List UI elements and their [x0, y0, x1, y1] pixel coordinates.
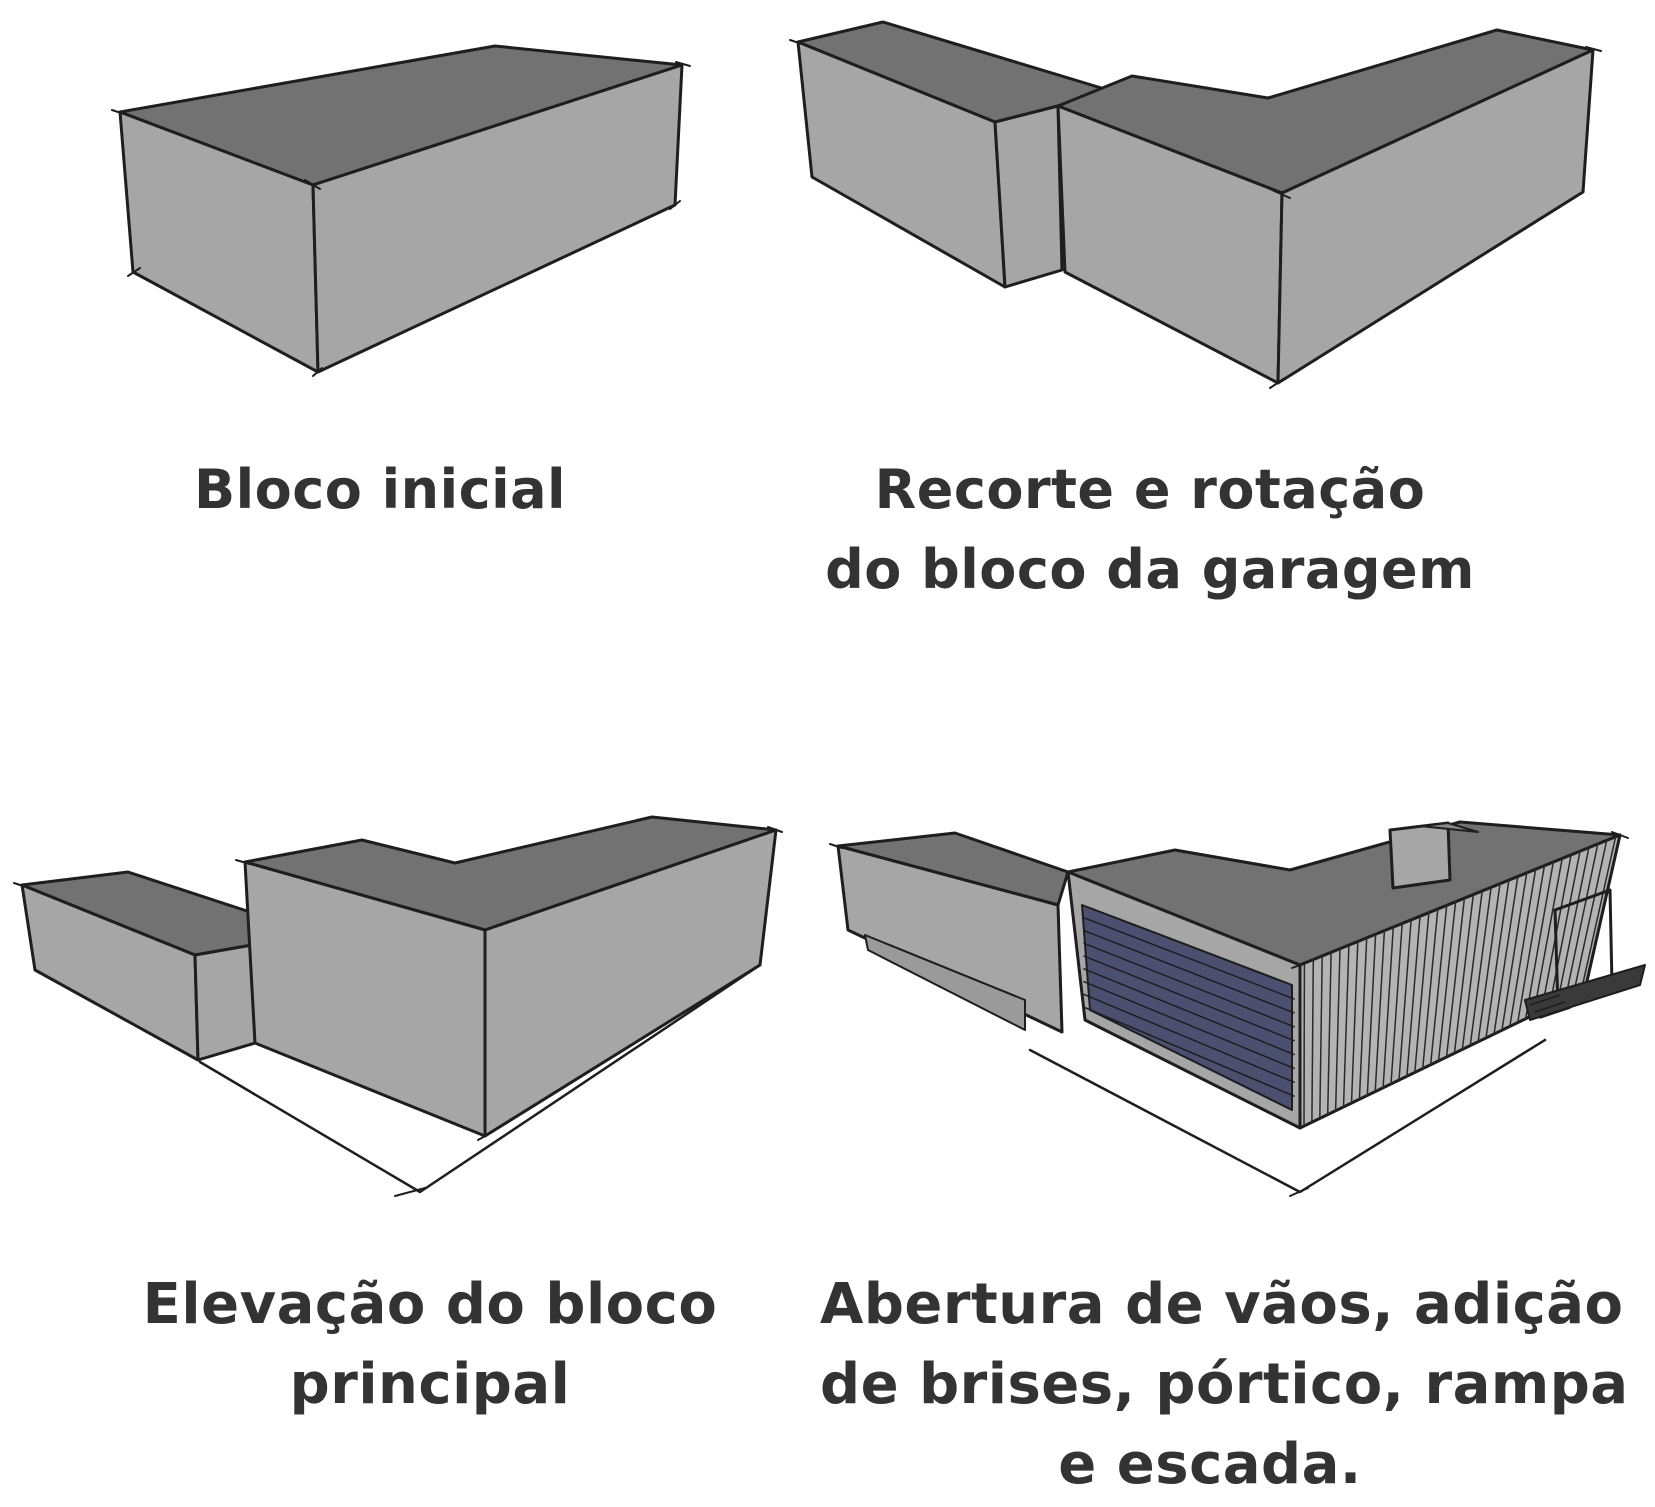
brise-line — [1580, 836, 1617, 993]
brise-line — [1532, 857, 1563, 1016]
brise-line — [1083, 942, 1295, 1028]
brise-line — [1414, 911, 1430, 1074]
caption-line: Bloco inicial — [193, 458, 567, 521]
caption-initial-block: Bloco inicial — [160, 450, 600, 530]
brise-line — [1572, 839, 1608, 997]
brise-line — [1366, 933, 1377, 1097]
brise-line — [1083, 968, 1295, 1056]
brise-line — [1509, 868, 1537, 1028]
brise-line — [1319, 955, 1323, 1120]
brise-line — [1524, 861, 1555, 1020]
caption-line: Abertura de vãos, adição — [820, 1272, 1624, 1337]
brise-line — [1326, 951, 1332, 1116]
brise-line — [1083, 980, 1295, 1070]
caption-line: principal — [289, 1352, 571, 1417]
brise-line — [1334, 948, 1341, 1112]
brise-line — [1485, 879, 1510, 1039]
brise-line — [1083, 929, 1295, 1014]
caption-line: e escada. — [1058, 1432, 1362, 1497]
brise-line — [1469, 886, 1492, 1047]
brise-line — [1421, 908, 1439, 1070]
brise-line — [1374, 929, 1386, 1093]
brise-line — [1445, 897, 1466, 1058]
brise-line — [1083, 955, 1295, 1042]
final-building-sketch — [829, 820, 1646, 1197]
caption-line: Recorte e rotação — [874, 458, 1426, 521]
brise-line — [1516, 864, 1546, 1024]
brise-line — [1493, 875, 1519, 1035]
cut-rotation-sketch — [789, 20, 1602, 389]
brise-line — [1548, 850, 1581, 1009]
brise-line — [1382, 926, 1395, 1089]
caption-line: de brises, pórtico, rampa — [820, 1352, 1629, 1417]
brise-line — [1429, 904, 1448, 1066]
brise-line — [1453, 893, 1475, 1055]
brise-line — [1406, 915, 1421, 1078]
brise-line — [1390, 922, 1403, 1085]
brise-line — [1398, 919, 1412, 1081]
brise-line — [1083, 917, 1295, 1000]
caption-line: do bloco da garagem — [825, 538, 1475, 601]
brise-line — [1083, 993, 1295, 1083]
brise-line — [1350, 940, 1359, 1104]
brise-line — [1564, 843, 1599, 1001]
caption-line: Elevação do bloco — [142, 1272, 718, 1337]
brise-line — [1358, 937, 1368, 1101]
brise-line — [1342, 944, 1350, 1108]
brise-line — [1311, 958, 1315, 1124]
brise-line — [1556, 846, 1590, 1005]
elevation-sketch — [13, 815, 783, 1197]
caption-final-design: Abertura de vãos, adição de brises, pórt… — [820, 1265, 1629, 1505]
caption-cut-rotation: Recorte e rotação do bloco da garagem — [820, 450, 1480, 610]
brise-line — [1461, 890, 1483, 1051]
initial-block-sketch — [111, 44, 691, 377]
brise-line — [1083, 1006, 1295, 1097]
caption-elevation: Elevação do bloco principal — [140, 1265, 720, 1425]
brise-line — [1501, 872, 1528, 1032]
brise-line — [1477, 883, 1501, 1043]
brise-line — [1437, 901, 1457, 1062]
